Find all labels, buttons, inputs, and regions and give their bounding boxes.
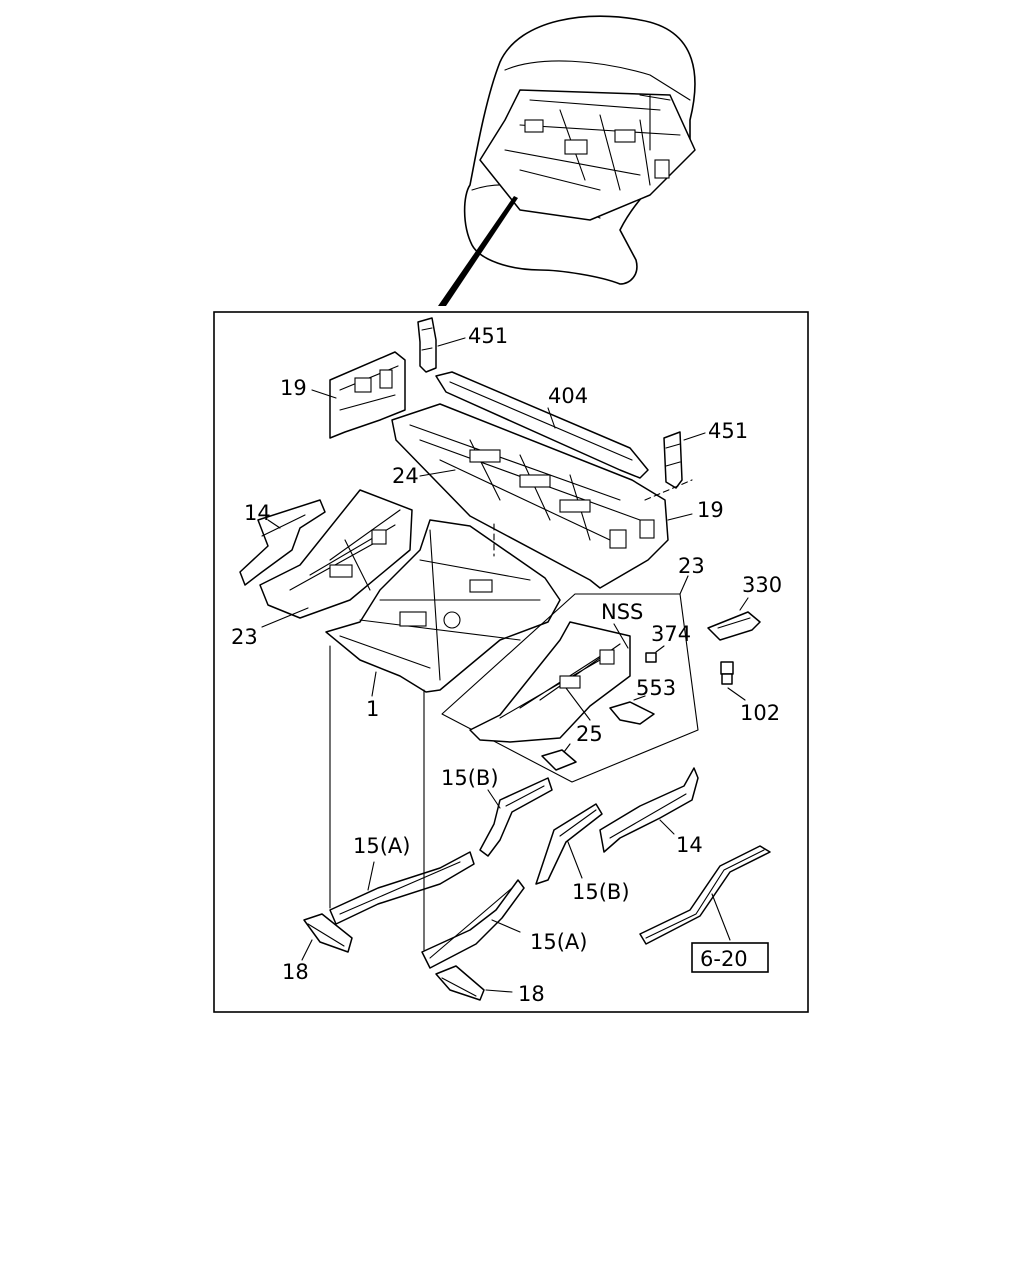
label-18-right: 18 xyxy=(518,982,545,1006)
part-25-bracket xyxy=(541,743,577,771)
label-15A-right: 15(A) xyxy=(530,930,587,954)
label-451-right: 451 xyxy=(708,419,748,443)
detail-leader xyxy=(438,196,518,306)
reference-6-20-box xyxy=(691,942,769,973)
label-15B-right: 15(B) xyxy=(572,880,630,904)
part-14-left xyxy=(239,499,326,586)
label-374: 374 xyxy=(651,622,691,646)
part-24-rear-floor xyxy=(391,403,669,589)
part-553-bracket xyxy=(609,695,655,725)
label-19-left: 19 xyxy=(280,376,307,400)
part-404-rail xyxy=(435,371,649,479)
label-24: 24 xyxy=(392,464,419,488)
label-553: 553 xyxy=(636,676,676,700)
part-23-left-floor xyxy=(259,489,413,628)
part-451-right xyxy=(644,431,706,501)
part-1-main-floor xyxy=(325,519,561,697)
part-15B-right xyxy=(535,803,603,885)
label-nss: NSS xyxy=(601,600,643,624)
label-23-right: 23 xyxy=(678,554,705,578)
part-374-nut xyxy=(645,645,665,663)
label-18-left: 18 xyxy=(282,960,309,984)
vehicle-overview xyxy=(463,15,696,285)
diagram-frame xyxy=(213,311,809,1013)
part-19-left xyxy=(311,351,406,439)
label-15B-left: 15(B) xyxy=(441,766,499,790)
label-14-right: 14 xyxy=(676,833,703,857)
part-6-20-frame xyxy=(639,845,771,973)
part-14-right xyxy=(599,767,699,853)
label-1: 1 xyxy=(366,697,379,721)
part-15A-left xyxy=(329,645,475,925)
label-15A-left: 15(A) xyxy=(353,834,410,858)
part-330-bracket xyxy=(707,597,761,641)
label-6-20: 6-20 xyxy=(700,947,748,971)
part-18-right xyxy=(435,965,513,1001)
label-14-left: 14 xyxy=(244,501,271,525)
part-18-left xyxy=(301,913,353,961)
part-102-bolt xyxy=(720,661,746,701)
part-23-right-group xyxy=(441,575,699,783)
label-102: 102 xyxy=(740,701,780,725)
part-15B-left xyxy=(479,777,553,857)
label-25: 25 xyxy=(576,722,603,746)
label-451-upper: 451 xyxy=(468,324,508,348)
label-23-left: 23 xyxy=(231,625,258,649)
label-330: 330 xyxy=(742,573,782,597)
label-19-right: 19 xyxy=(697,498,724,522)
part-451-upper xyxy=(417,317,466,373)
part-15A-right xyxy=(421,689,525,969)
label-404: 404 xyxy=(548,384,588,408)
